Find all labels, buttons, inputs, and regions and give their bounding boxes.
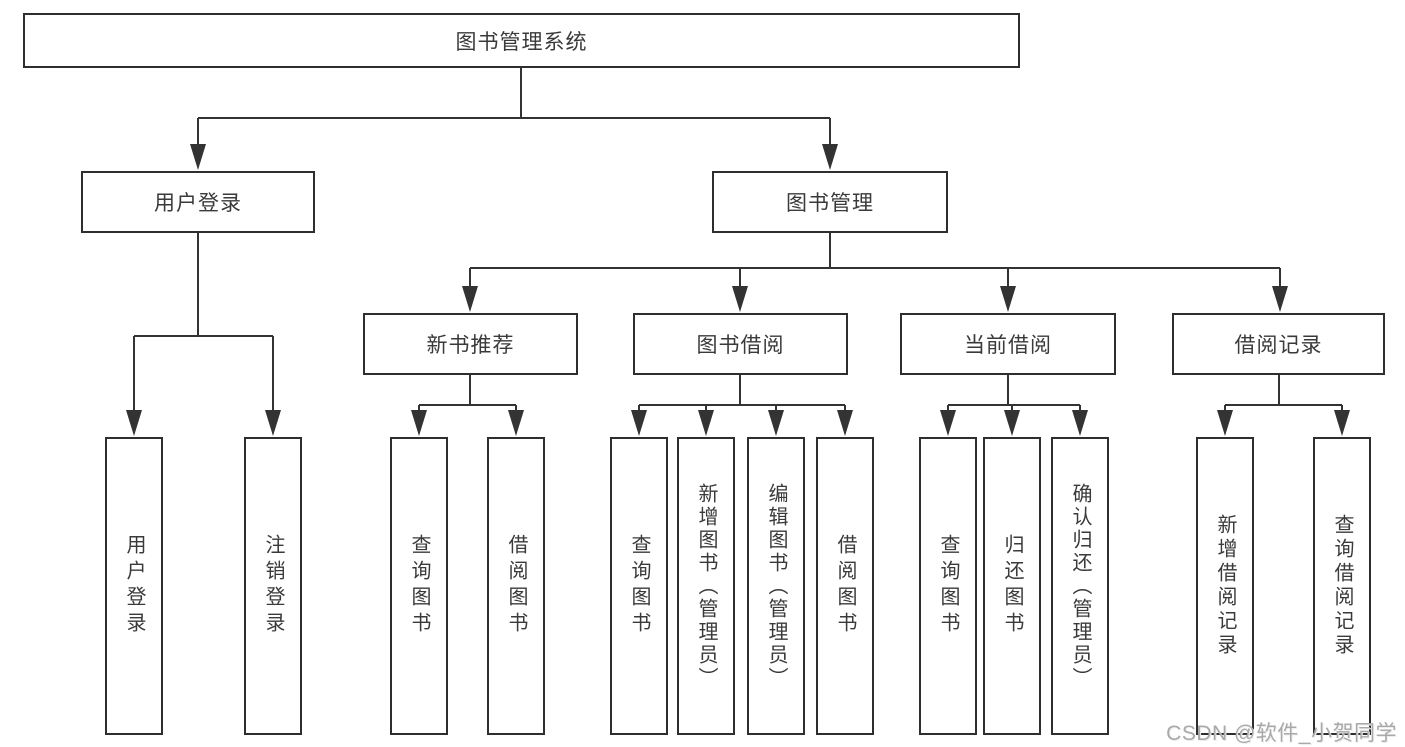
node-book-management: 图书管理 [712,171,948,233]
node-label: 图书借阅 [696,334,785,357]
leaf-add-borrow-record: 新增借阅记录 [1196,437,1254,735]
edge-new-book-recommendation-branch [411,375,524,436]
node-library-management-system: 图书管理系统 [23,13,1020,68]
leaf-query-books-recommend: 查询图书 [390,437,448,735]
leaf-return-books: 归还图书 [983,437,1041,735]
leaf-label: 借阅图书 [505,534,527,638]
edge-root-branch [190,68,838,170]
leaf-label: 编辑图书（管理员） [765,482,787,690]
leaf-borrow-books-recommend: 借阅图书 [487,437,545,735]
leaf-label: 查询图书 [408,534,430,638]
leaf-query-borrow-record: 查询借阅记录 [1313,437,1371,735]
node-borrow-records: 借阅记录 [1172,313,1385,375]
csdn-watermark: CSDN @软件_小贺同学 [1166,722,1397,745]
leaf-label: 用户登录 [123,534,145,638]
node-book-borrowing: 图书借阅 [633,313,848,375]
leaf-query-books-borrowing: 查询图书 [610,437,668,735]
node-current-borrowing: 当前借阅 [900,313,1116,375]
leaf-label: 新增图书（管理员） [695,482,717,690]
leaf-label: 归还图书 [1001,534,1023,638]
edge-user-login-branch [126,233,281,436]
leaf-label: 查询图书 [937,534,959,638]
leaf-edit-book-admin: 编辑图书（管理员） [747,437,805,735]
leaf-add-book-admin: 新增图书（管理员） [677,437,735,735]
node-label: 用户登录 [154,192,242,215]
node-user-login: 用户登录 [81,171,315,233]
node-label: 图书管理系统 [455,30,588,54]
leaf-label: 新增借阅记录 [1214,514,1236,658]
edge-book-borrowing-branch [631,375,853,436]
leaf-query-books-current: 查询图书 [919,437,977,735]
leaf-borrow-books-borrowing: 借阅图书 [816,437,874,735]
edge-current-borrowing-branch [940,375,1088,436]
leaf-label: 注销登录 [262,534,284,638]
node-label: 图书管理 [786,192,874,215]
leaf-user-login: 用户登录 [105,437,163,735]
edge-borrow-records-branch [1217,375,1350,436]
leaf-label: 借阅图书 [834,534,856,638]
node-new-book-recommendation: 新书推荐 [363,313,578,375]
leaf-label: 查询借阅记录 [1331,514,1353,658]
edge-book-management-branch [462,233,1288,312]
node-label: 借阅记录 [1234,334,1323,357]
leaf-label: 确认归还（管理员） [1069,482,1091,690]
leaf-label: 查询图书 [628,534,650,638]
leaf-logout: 注销登录 [244,437,302,735]
leaf-confirm-return-admin: 确认归还（管理员） [1051,437,1109,735]
node-label: 新书推荐 [426,334,515,357]
node-label: 当前借阅 [964,334,1052,357]
